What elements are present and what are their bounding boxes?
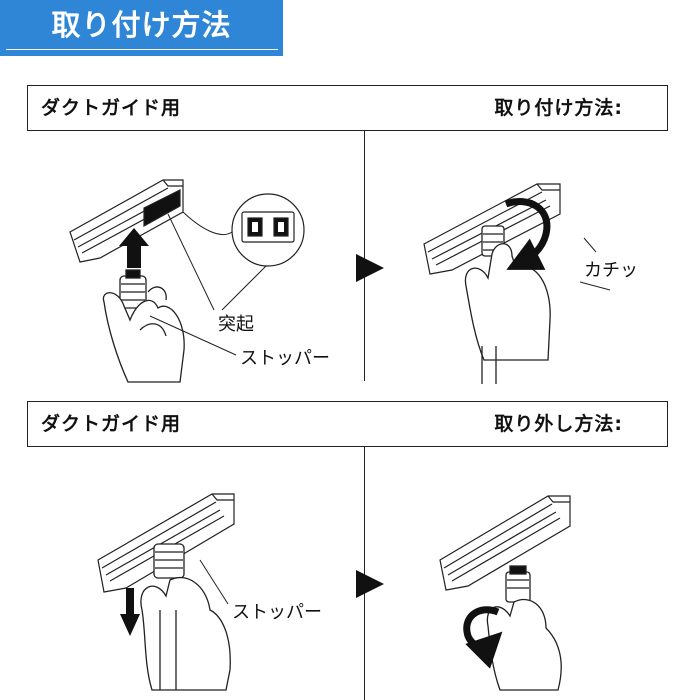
leader-line-remove <box>199 559 229 605</box>
section1-left-title: ダクトガイド用 <box>41 97 182 119</box>
label-stopper-install: ストッパー <box>240 348 330 369</box>
next-step-arrow-icon <box>356 254 384 282</box>
down-arrow-icon <box>120 588 140 636</box>
inset-detail-circle <box>231 193 305 267</box>
label-stopper-remove: ストッパー <box>232 602 322 623</box>
rail-illustration-install-left <box>69 179 184 263</box>
banner-underline <box>6 49 278 50</box>
section2-right-title: 取り外し方法: <box>494 413 623 435</box>
leader-lines-install <box>149 211 267 356</box>
click-motion-lines <box>579 237 611 291</box>
section2-header: ダクトガイド用 取り外し方法: <box>27 401 668 447</box>
next-step-arrow-icon-2 <box>356 570 384 598</box>
section2-divider <box>364 447 365 700</box>
rail-illustration-remove-left <box>97 493 235 593</box>
rotate-cw-arrow-icon <box>504 198 551 270</box>
up-arrow-icon <box>119 228 149 268</box>
section2-left-title: ダクトガイド用 <box>41 413 182 435</box>
rail-illustration-remove-right <box>439 495 571 591</box>
rotate-ccw-arrow-icon <box>463 606 503 669</box>
section1-divider <box>364 131 365 381</box>
banner-title: 取り付け方法 <box>51 8 232 42</box>
hand-icon-remove-left <box>140 543 231 691</box>
protrusion-block <box>143 189 181 228</box>
banner: 取り付け方法 <box>0 0 283 56</box>
section1-header: ダクトガイド用 取り付け方法: <box>27 85 668 131</box>
hand-icon-remove-right <box>486 565 562 691</box>
label-click-sound: カチッ <box>584 260 638 281</box>
hand-icon-install <box>102 269 185 383</box>
section1-right-title: 取り付け方法: <box>494 97 623 119</box>
label-protrusion: 突起 <box>218 314 254 335</box>
